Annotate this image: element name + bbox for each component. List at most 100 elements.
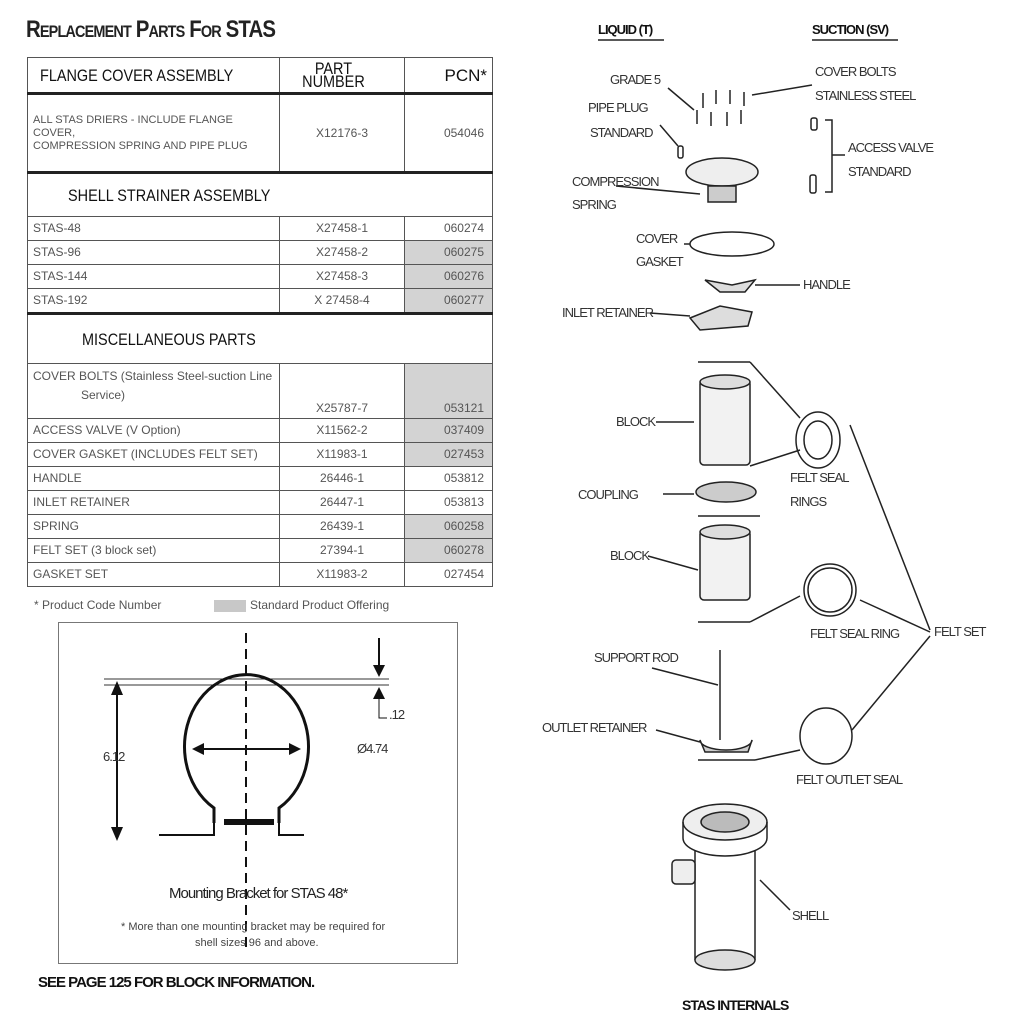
bracket-note: * More than one mounting bracket may be … [121,921,386,933]
label-access-valve-standard: STANDARD [848,164,912,179]
label-access-valve: ACCESS VALVE [848,140,934,155]
desc-text: COVER BOLTS (Stainless Steel-suction Lin… [33,369,273,383]
part-cell: X12176-3 [279,93,405,173]
label-pipe-plug-standard: STANDARD [590,125,654,140]
part-cell: X11983-1 [279,442,405,467]
page-title: Replacement Parts For STAS [26,16,276,43]
label-felt-seal: FELT SEAL [790,470,849,485]
part-cell: X25787-7 [279,363,405,419]
desc-cell: STAS-96 [27,240,280,265]
label-block-2: BLOCK [610,548,650,563]
label-handle: HANDLE [803,277,851,292]
pcn-cell: 060274 [404,216,493,241]
section-title: MISCELLANEOUS PARTS [27,312,493,364]
label-inlet-retainer: INLET RETAINER [562,305,654,320]
label-block-1: BLOCK [616,414,656,429]
pcn-cell: 027453 [404,442,493,467]
desc-cell: STAS-192 [27,288,280,314]
pcn-cell: 037409 [404,418,493,443]
label-felt-set: FELT SET [934,624,986,639]
label-stainless: STAINLESS STEEL [815,88,916,103]
part-cell: 26439-1 [279,514,405,539]
table-row: COVER BOLTS (Stainless Steel-suction Lin… [27,363,493,419]
part-cell: X27458-2 [279,240,405,265]
pcn-cell: 053812 [404,466,493,491]
col-header-part: PART NUMBER [279,57,405,95]
pcn-cell: 053121 [404,363,493,419]
standard-legend: Standard Product Offering [250,598,390,612]
part-cell: X27458-3 [279,264,405,289]
part-cell: X27458-1 [279,216,405,241]
desc-cell: STAS-144 [27,264,280,289]
pcn-cell: 060277 [404,288,493,314]
label-pipe-plug: PIPE PLUG [588,100,649,115]
table-row: ALL STAS DRIERS - INCLUDE FLANGE COVER,C… [27,93,493,173]
header-text: PCN* [444,65,487,85]
pcn-cell: 060276 [404,264,493,289]
desc-cell: COVER GASKET (INCLUDES FELT SET) [27,442,280,467]
dim-diameter: Ø4.74 [357,741,388,756]
table-row: COVER GASKET (INCLUDES FELT SET)X11983-1… [27,442,493,467]
pcn-cell: 060258 [404,514,493,539]
label-felt-seal-ring: FELT SEAL RING [810,626,900,641]
part-cell: 26446-1 [279,466,405,491]
desc-text: Service) [81,388,126,402]
pcn-cell: 060278 [404,538,493,563]
desc-text: COMPRESSION SPRING AND PIPE PLUG [33,139,248,152]
desc-cell: SPRING [27,514,280,539]
label-coupling: COUPLING [578,487,639,502]
label-felt-outlet-seal: FELT OUTLET SEAL [796,772,903,787]
section-header: MISCELLANEOUS PARTS [27,312,493,364]
see-page-note: SEE PAGE 125 FOR BLOCK INFORMATION. [38,974,315,991]
pcn-cell: 060275 [404,240,493,265]
section-text: SHELL STRAINER ASSEMBLY [68,185,271,205]
bracket-note: shell sizes 96 and above. [195,937,319,949]
desc-text: ALL STAS DRIERS - INCLUDE FLANGE COVER, [33,113,233,139]
section-title: SHELL STRAINER ASSEMBLY [27,171,493,217]
label-cover: COVER [636,231,678,246]
pcn-cell: 053813 [404,490,493,515]
part-cell: X 27458-4 [279,288,405,314]
part-cell: 26447-1 [279,490,405,515]
desc-cell: ALL STAS DRIERS - INCLUDE FLANGE COVER,C… [27,93,280,173]
pcn-footnote: * Product Code Number [34,598,162,612]
label-cover-bolts: COVER BOLTS [815,64,897,79]
parts-table: FLANGE COVER ASSEMBLY PART NUMBER PCN* A… [27,57,493,587]
desc-cell: HANDLE [27,466,280,491]
label-spring: SPRING [572,197,617,212]
header-text: FLANGE COVER ASSEMBLY [39,65,234,85]
pcn-cell: 027454 [404,562,493,587]
liquid-heading: LIQUID (T) [598,22,653,37]
table-header: FLANGE COVER ASSEMBLY PART NUMBER PCN* [27,57,493,95]
stas-internals-caption: STAS INTERNALS [682,997,789,1013]
label-outlet-retainer: OUTLET RETAINER [542,720,647,735]
mounting-bracket-figure: 6.12 .12 Ø4.74 Mounting Bracket for STAS… [58,622,458,964]
desc-cell: GASKET SET [27,562,280,587]
label-shell: SHELL [792,908,829,923]
pcn-cell: 054046 [404,93,493,173]
desc-cell: COVER BOLTS (Stainless Steel-suction Lin… [27,363,280,419]
part-cell: X11983-2 [279,562,405,587]
bracket-caption: Mounting Bracket for STAS 48* [169,885,348,902]
desc-cell: STAS-48 [27,216,280,241]
label-grade5: GRADE 5 [610,72,661,87]
bolts-icon [696,90,745,126]
section-text: MISCELLANEOUS PARTS [82,329,256,349]
label-rings: RINGS [790,494,827,509]
section-header: SHELL STRAINER ASSEMBLY [27,171,493,217]
dim-height: 6.12 [103,749,125,764]
part-cell: 27394-1 [279,538,405,563]
suction-heading: SUCTION (SV) [812,22,889,37]
col-header-pcn: PCN* [404,57,493,95]
label-compression: COMPRESSION [572,174,660,189]
